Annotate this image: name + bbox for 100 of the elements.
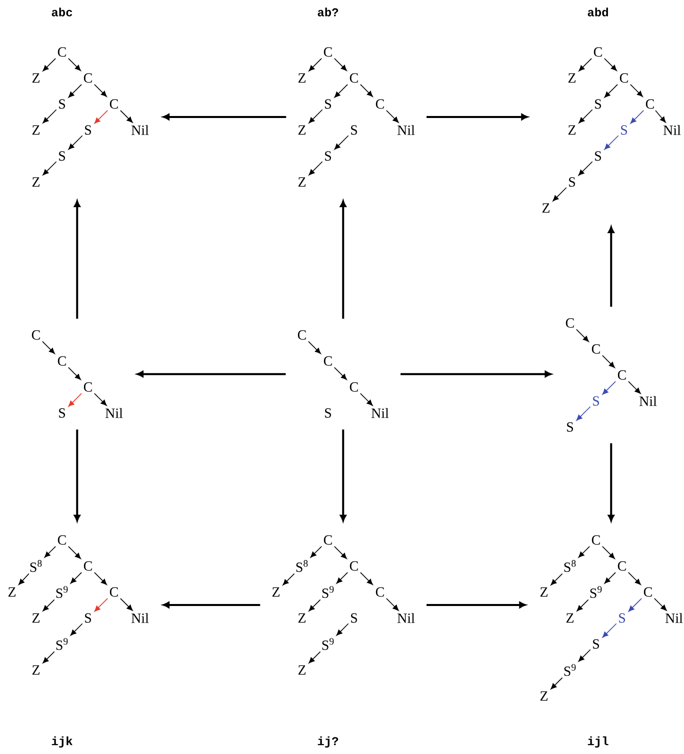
term-label: Nil — [665, 613, 683, 623]
term-label: C — [376, 587, 384, 597]
term-label: C — [566, 318, 574, 328]
term-label: Z — [568, 73, 576, 83]
arrow — [68, 367, 81, 380]
arrow — [602, 546, 615, 559]
arrow — [608, 226, 614, 307]
term-label: S — [85, 613, 92, 623]
term-label: C — [58, 356, 66, 366]
arrow — [654, 598, 667, 611]
arrow — [94, 572, 107, 585]
arrow — [18, 573, 30, 585]
term-label: S — [593, 639, 600, 649]
term-label: S$^{9}$ — [564, 664, 576, 676]
term-label: Z — [298, 613, 306, 623]
term-label: Z — [32, 73, 40, 83]
term-label: S — [59, 408, 66, 418]
arrow — [578, 649, 591, 662]
arrow — [576, 599, 589, 612]
term-label: S — [351, 613, 358, 623]
term-label: C — [350, 73, 358, 83]
arrow — [604, 84, 618, 98]
arrow — [602, 381, 616, 395]
term-label: S — [595, 99, 602, 109]
term-label: C — [644, 587, 652, 597]
arrow — [68, 84, 82, 98]
arrow — [386, 110, 399, 123]
term-label: Z — [540, 587, 548, 597]
term-label: C — [350, 382, 358, 392]
arrow — [360, 84, 373, 97]
panel-title: ij? — [318, 736, 338, 748]
arrow — [120, 598, 133, 611]
arrow — [655, 110, 666, 123]
term-label: Nil — [131, 613, 149, 623]
panel-title: ijl — [588, 736, 608, 748]
arrow — [42, 58, 56, 72]
arrow — [308, 161, 323, 176]
term-label: Z — [8, 587, 16, 597]
term-label: C — [84, 73, 92, 83]
arrow — [336, 623, 349, 636]
arrow — [336, 572, 348, 584]
term-label: Nil — [131, 125, 149, 135]
term-label: Z — [272, 587, 280, 597]
term-label: C — [646, 99, 654, 109]
term-label: Z — [298, 177, 306, 187]
term-label: C — [58, 535, 66, 545]
term-label: Nil — [663, 125, 681, 135]
term-label: S — [621, 125, 628, 135]
term-label: Z — [566, 613, 574, 623]
term-label: S — [595, 151, 602, 161]
arrow — [310, 546, 322, 558]
arrow — [602, 355, 615, 368]
arrow — [604, 572, 616, 584]
term-label: C — [324, 47, 332, 57]
term-label: Nil — [105, 408, 123, 418]
term-label: S$^{8}$ — [564, 560, 576, 572]
arrow — [386, 598, 399, 611]
term-label: Z — [540, 691, 548, 701]
term-label: S$^{9}$ — [56, 586, 68, 598]
term-label: S — [567, 422, 574, 432]
arrow — [550, 677, 563, 690]
arrow — [42, 599, 55, 612]
arrow — [94, 110, 108, 124]
arrow — [308, 58, 322, 72]
arrow — [94, 84, 107, 97]
term-label: C — [324, 535, 332, 545]
term-label: C — [32, 330, 40, 340]
arrow — [162, 602, 260, 608]
term-label: S$^{9}$ — [590, 586, 602, 598]
term-label: C — [110, 587, 118, 597]
term-label: C — [592, 344, 600, 354]
term-label: S — [325, 151, 332, 161]
arrow — [70, 623, 83, 636]
arrow — [334, 58, 347, 71]
term-label: S$^{9}$ — [322, 638, 334, 650]
arrow — [630, 110, 644, 124]
term-label: S$^{9}$ — [322, 586, 334, 598]
arrow — [608, 443, 614, 522]
arrow — [308, 599, 321, 612]
arrow — [42, 109, 57, 124]
term-label: S — [59, 151, 66, 161]
arrow — [334, 546, 347, 559]
term-label: C — [592, 535, 600, 545]
term-label: C — [594, 47, 602, 57]
arrow — [44, 546, 56, 558]
term-label: S — [325, 408, 332, 418]
arrow — [628, 598, 642, 612]
term-label: S$^{9}$ — [56, 638, 68, 650]
arrow — [68, 135, 83, 150]
arrow — [136, 370, 286, 378]
term-label: Z — [298, 665, 306, 675]
arrow — [628, 572, 641, 585]
term-label: C — [84, 382, 92, 392]
term-label: C — [376, 99, 384, 109]
term-label: Z — [32, 125, 40, 135]
arrow — [426, 114, 528, 120]
term-label: Z — [32, 177, 40, 187]
term-label: Z — [542, 203, 550, 213]
term-label: S — [351, 125, 358, 135]
term-label: S$^{8}$ — [30, 560, 42, 572]
